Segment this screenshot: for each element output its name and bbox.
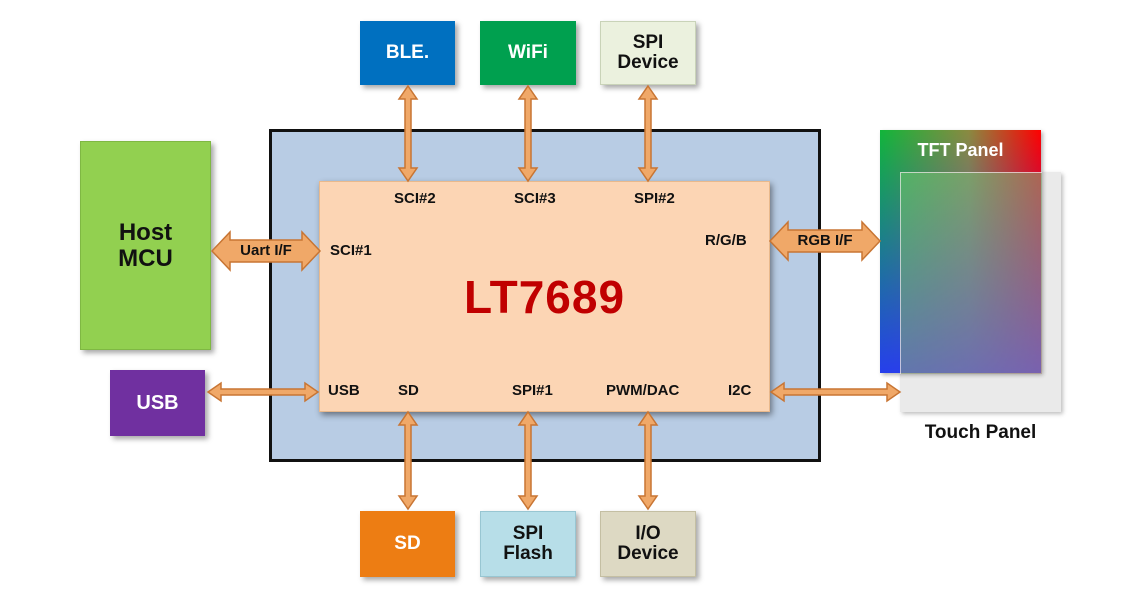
uart-if-label: Uart I/F [240,242,292,259]
tft-panel-label: TFT Panel [917,140,1004,160]
port-i2c: I2C [728,382,752,399]
arrow-wifi-sci3 [517,84,539,183]
host-mcu-block: Host MCU [80,141,211,350]
rgb-if-label: RGB I/F [797,232,853,249]
arrow-i2c [769,381,902,403]
port-spi2: SPI#2 [634,190,675,207]
arrow-io-device [637,410,659,511]
touch-panel-label: Touch Panel [924,422,1037,443]
port-sd: SD [398,382,419,399]
usb-block: USB [110,370,205,436]
arrow-spidevice-spi2 [637,84,659,183]
port-sci1: SCI#1 [330,242,372,259]
chip-name: LT7689 [463,271,626,323]
port-sci3: SCI#3 [514,190,556,207]
ble-block: BLE. [360,21,455,85]
arrow-uart [210,230,322,272]
io-device-block: I/O Device [600,511,696,577]
port-rgb: R/G/B [705,232,747,249]
arrow-ble-sci2 [397,84,419,183]
arrow-rgb [768,220,882,262]
spi-device-block: SPI Device [600,21,696,85]
wifi-block: WiFi [480,21,576,85]
port-usb: USB [328,382,360,399]
arrow-spi-flash [517,410,539,511]
port-pwm-dac: PWM/DAC [606,382,680,399]
arrow-usb [206,381,320,403]
port-sci2: SCI#2 [394,190,436,207]
tft-touch-overlap [900,172,1042,374]
port-spi1: SPI#1 [512,382,553,399]
spi-flash-block: SPI Flash [480,511,576,577]
lt7689-chip [319,181,770,412]
sd-block: SD [360,511,455,577]
arrow-sd [397,410,419,511]
